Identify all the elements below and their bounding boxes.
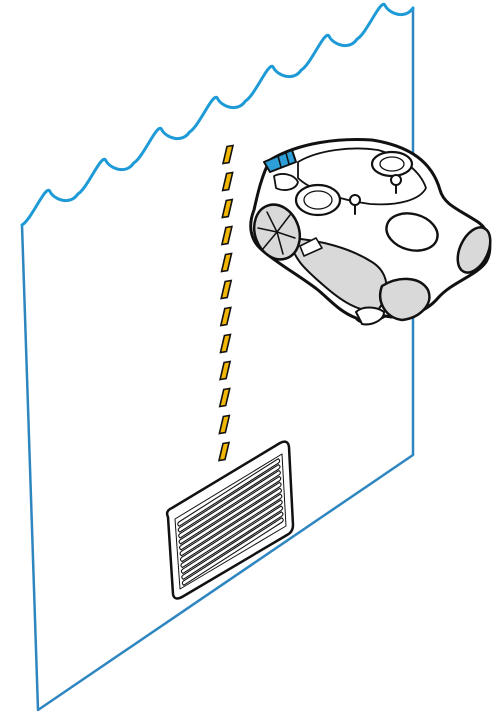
path-dash xyxy=(217,441,231,462)
path-dash xyxy=(220,279,233,300)
robot-vent-right-inner xyxy=(379,156,405,172)
robot-release-knob-2 xyxy=(390,174,402,194)
robot-cable-guard xyxy=(299,237,323,257)
robot-side-window xyxy=(385,212,439,252)
path-dash xyxy=(220,225,233,246)
robot-rear-roller xyxy=(379,277,431,322)
climbing-path xyxy=(217,144,235,462)
drain-grate xyxy=(165,440,295,600)
drain-slot xyxy=(178,475,282,545)
robot-bottom-foot xyxy=(355,306,385,326)
path-dash xyxy=(221,198,234,219)
drain-slot xyxy=(179,481,282,551)
pool-wall-panel xyxy=(20,8,415,712)
path-dash xyxy=(218,414,231,435)
drain-slot xyxy=(181,517,284,586)
pool-robot xyxy=(249,138,492,326)
path-dash xyxy=(219,306,232,327)
drain-grate-slots xyxy=(177,458,284,586)
drain-slot xyxy=(177,463,281,533)
drain-slot xyxy=(179,493,283,563)
drain-slot xyxy=(180,505,284,575)
robot-right-wheel xyxy=(456,226,492,274)
path-dash xyxy=(221,144,235,165)
path-dash xyxy=(219,360,232,381)
water-surface-line xyxy=(20,2,415,227)
path-dash xyxy=(219,333,232,354)
robot-front-bumper xyxy=(273,173,299,191)
robot-blue-clip xyxy=(263,149,297,173)
path-dash xyxy=(220,252,233,273)
robot-brush-spokes xyxy=(257,211,296,255)
drain-slot xyxy=(177,458,281,527)
path-dash xyxy=(221,171,234,192)
drain-slot xyxy=(178,469,281,539)
pool-wall-outline xyxy=(20,8,415,712)
path-dash xyxy=(218,387,231,408)
robot-release-knob-1 xyxy=(349,194,361,215)
drain-slot xyxy=(181,511,284,581)
drain-slot xyxy=(179,487,283,557)
drain-slot xyxy=(180,499,283,569)
robot-vent-left-inner xyxy=(303,190,333,210)
